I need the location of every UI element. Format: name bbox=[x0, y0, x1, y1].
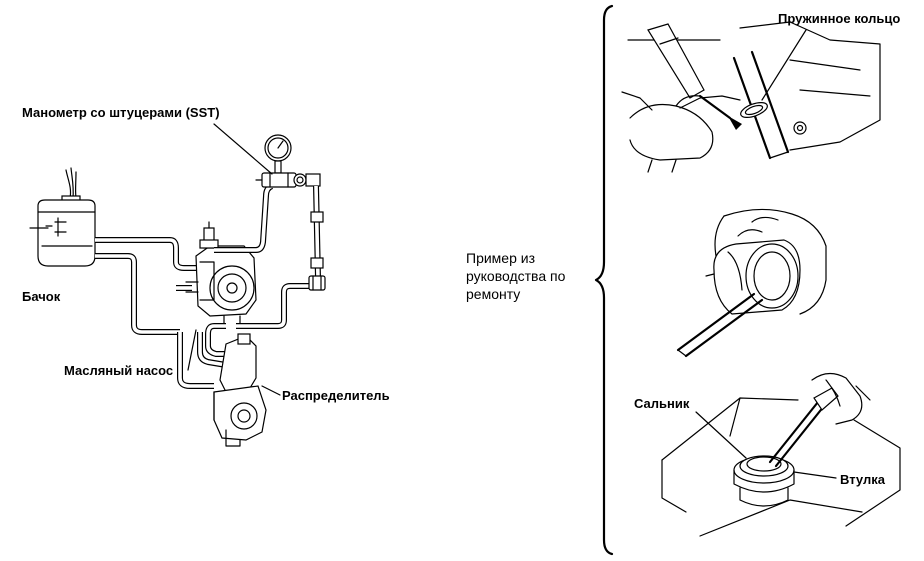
pressure-gauge-drawing bbox=[255, 134, 321, 188]
label-oil-seal: Сальник bbox=[634, 396, 690, 411]
bushing-seal-drawing bbox=[661, 372, 901, 537]
seal-removal-drawing bbox=[676, 208, 827, 358]
oil-pump-drawing bbox=[185, 221, 257, 327]
label-gauge: Манометр со штуцерами (SST) bbox=[22, 105, 220, 120]
label-snap-ring: Пружинное кольцо bbox=[778, 11, 901, 26]
label-reservoir: Бачок bbox=[22, 289, 61, 304]
label-bushing: Втулка bbox=[840, 472, 885, 487]
bracket-brace bbox=[594, 4, 614, 556]
reservoir-drawing bbox=[29, 167, 96, 267]
snap-ring-removal-drawing bbox=[621, 21, 881, 173]
label-distributor: Распределитель bbox=[282, 388, 390, 403]
distributor-drawing bbox=[213, 333, 267, 447]
hydraulic-circuit-drawing bbox=[29, 123, 326, 447]
label-pump: Масляный насос bbox=[64, 363, 174, 378]
side-caption: Пример из руководства по ремонту bbox=[466, 250, 566, 302]
